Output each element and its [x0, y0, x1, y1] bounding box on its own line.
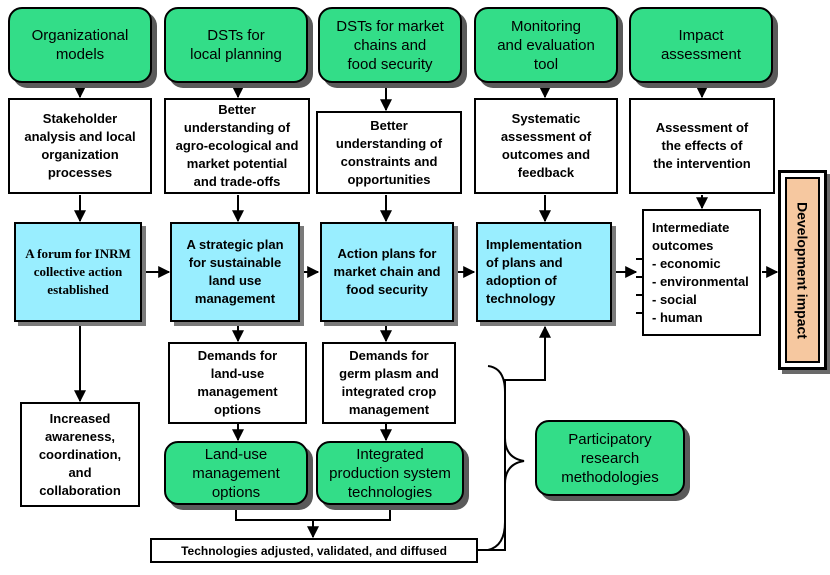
box-stakeholder-analysis: Stakeholder analysis and local organizat…	[8, 98, 152, 194]
box-implementation: Implementation of plans and adoption of …	[476, 222, 612, 322]
curly-brace	[487, 365, 525, 551]
box-forum-inrm: A forum for INRM collective action estab…	[14, 222, 142, 322]
box-action-plans: Action plans for market chain and food s…	[320, 222, 454, 322]
box-integrated-production: Integrated production system technologie…	[316, 441, 464, 505]
box-organizational-models: Organizational models	[8, 7, 152, 83]
connector-merge	[235, 506, 391, 521]
box-dsts-local-planning: DSTs for local planning	[164, 7, 308, 83]
box-better-understanding-constraints: Better understanding of constraints and …	[316, 111, 462, 194]
box-assessment-effects: Assessment of the effects of the interve…	[629, 98, 775, 194]
box-demands-germ-plasm: Demands for germ plasm and integrated cr…	[322, 342, 456, 424]
box-intermediate-outcomes: Intermediate outcomes - economic - envir…	[642, 209, 761, 336]
box-participatory-research: Participatory research methodologies	[535, 420, 685, 496]
box-land-use-options: Land-use management options	[164, 441, 308, 505]
box-monitoring-evaluation: Monitoring and evaluation tool	[474, 7, 618, 83]
box-systematic-assessment: Systematic assessment of outcomes and fe…	[474, 98, 618, 194]
box-better-understanding-agro: Better understanding of agro-ecological …	[164, 98, 310, 194]
box-demands-land-use: Demands for land-use management options	[168, 342, 307, 424]
box-impact-assessment: Impact assessment	[629, 7, 773, 83]
development-impact-label: Development impact	[794, 201, 811, 339]
box-dsts-market-chains: DSTs for market chains and food security	[318, 7, 462, 83]
development-impact-inner: Development impact	[785, 177, 820, 363]
box-technologies-adjusted: Technologies adjusted, validated, and di…	[150, 538, 478, 563]
arrow-feedback-loop	[478, 325, 551, 551]
box-development-impact: Development impact	[778, 170, 827, 370]
box-increased-awareness: Increased awareness, coordination, and c…	[20, 402, 140, 507]
box-strategic-plan: A strategic plan for sustainable land us…	[170, 222, 300, 322]
